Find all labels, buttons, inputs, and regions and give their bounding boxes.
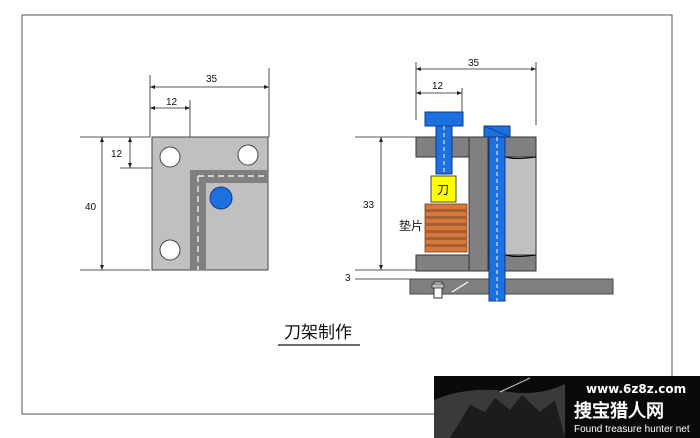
- mount-hole: [159, 239, 181, 261]
- shim-label: 垫片: [399, 218, 423, 233]
- watermark-figures: [450, 395, 565, 438]
- bolt-hole-blue: [209, 186, 233, 210]
- bolt-head: [424, 111, 464, 127]
- shims: [424, 203, 468, 253]
- left-dim-hole-offset-x: 12: [166, 97, 178, 108]
- left-dimension-ticks: [100, 85, 269, 270]
- watermark-site-name-en: Found treasure hunter net: [574, 424, 690, 435]
- right-dim-width: 35: [468, 58, 480, 69]
- watermark-pole: [499, 377, 531, 393]
- bolt-head-mark: [483, 125, 511, 138]
- small-screw: [433, 281, 443, 299]
- watermark-logo: www.6z8z.com 搜宝猎人网 Found treasure hunter…: [434, 376, 700, 438]
- base-slot-mark: [451, 281, 469, 293]
- left-dimension-lines: [80, 68, 270, 271]
- mount-hole: [159, 146, 181, 168]
- blade-label: 刀: [437, 183, 449, 197]
- right-dim-bolt-offset: 12: [432, 81, 444, 92]
- blade: [430, 175, 457, 203]
- watermark-url: www.6z8z.com: [586, 382, 686, 396]
- left-dim-height: 40: [85, 202, 97, 213]
- right-dimension-lines: [355, 62, 537, 280]
- left-view: 35 12 12 40: [80, 68, 270, 271]
- right-dimension-ticks: [379, 67, 536, 270]
- channel-centerline: [197, 175, 268, 270]
- left-dim-width: 35: [206, 74, 218, 85]
- right-view: 35 12 33 3 刀 垫片: [345, 58, 614, 302]
- left-dim-hole-offset-y: 12: [111, 149, 123, 160]
- watermark-site-name: 搜宝猎人网: [574, 400, 664, 422]
- mount-hole: [237, 144, 259, 166]
- small-screw-nut: [431, 283, 445, 289]
- drawing-caption: 刀架制作: [284, 323, 352, 343]
- drawing-frame: [21, 14, 673, 415]
- side-wall: [468, 136, 489, 272]
- right-dim-gap: 3: [345, 273, 351, 284]
- right-dim-height: 33: [363, 200, 375, 211]
- base-plate: [409, 278, 614, 295]
